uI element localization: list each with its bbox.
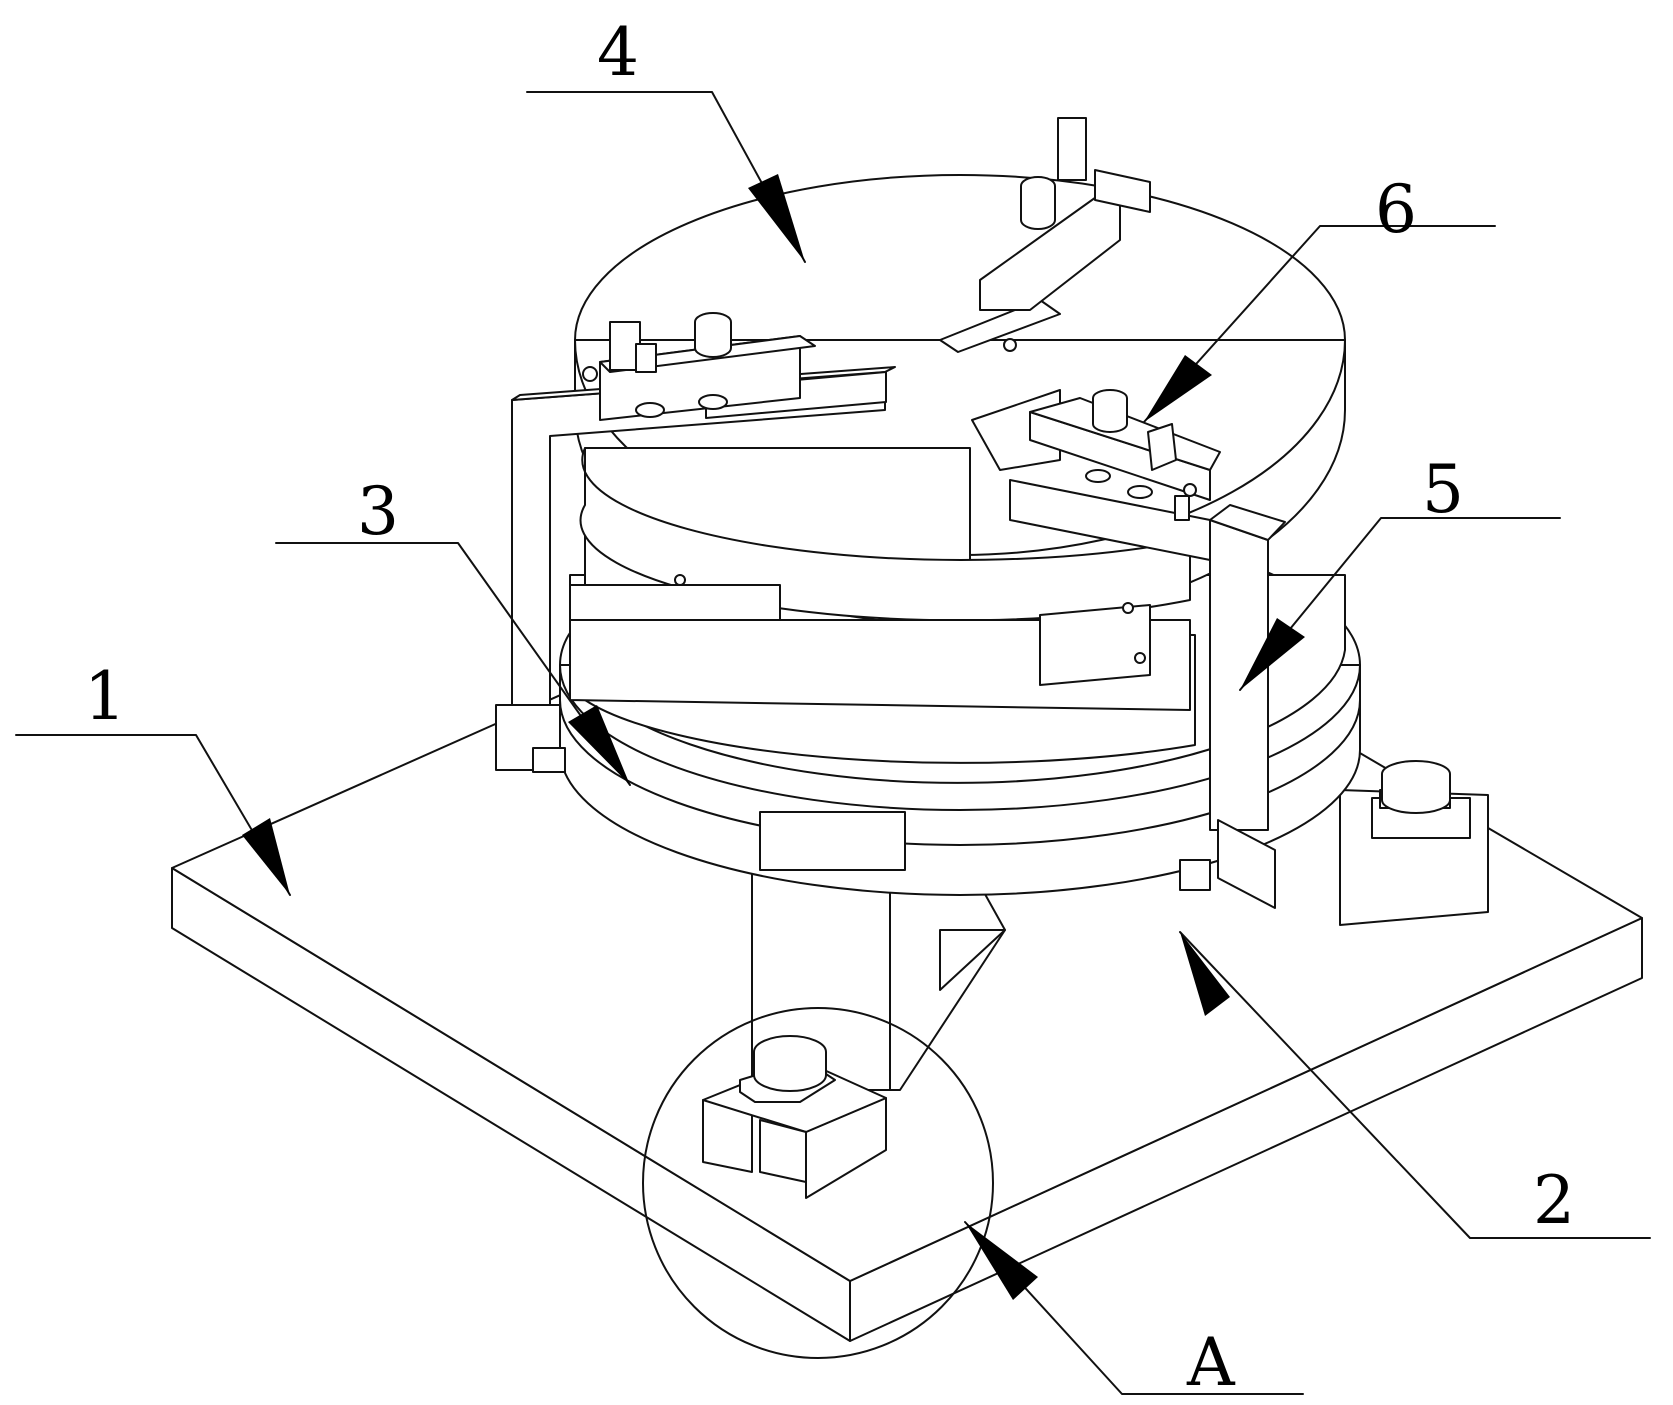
callout-label-6: 6 bbox=[1375, 171, 1417, 248]
front-bolt-bracket bbox=[702, 1035, 887, 1199]
callout-label-4: 4 bbox=[597, 14, 639, 91]
detail-circle-a bbox=[642, 1007, 994, 1359]
leader-lines bbox=[15, 91, 1651, 1395]
callout-label-3: 3 bbox=[357, 473, 399, 550]
back-bolt-bracket bbox=[1339, 760, 1489, 926]
callout-label-2: 2 bbox=[1533, 1162, 1575, 1239]
callout-label-1: 1 bbox=[84, 658, 126, 735]
callout-label-a: A bbox=[1186, 1324, 1236, 1401]
clamp-right bbox=[971, 389, 1221, 521]
support-column bbox=[751, 834, 1006, 1091]
internal-blocks bbox=[569, 574, 1151, 871]
arrowheads bbox=[242, 174, 1305, 1300]
clamp-left bbox=[582, 312, 887, 421]
clamp-top bbox=[939, 117, 1151, 353]
callout-label-5: 5 bbox=[1422, 451, 1464, 528]
